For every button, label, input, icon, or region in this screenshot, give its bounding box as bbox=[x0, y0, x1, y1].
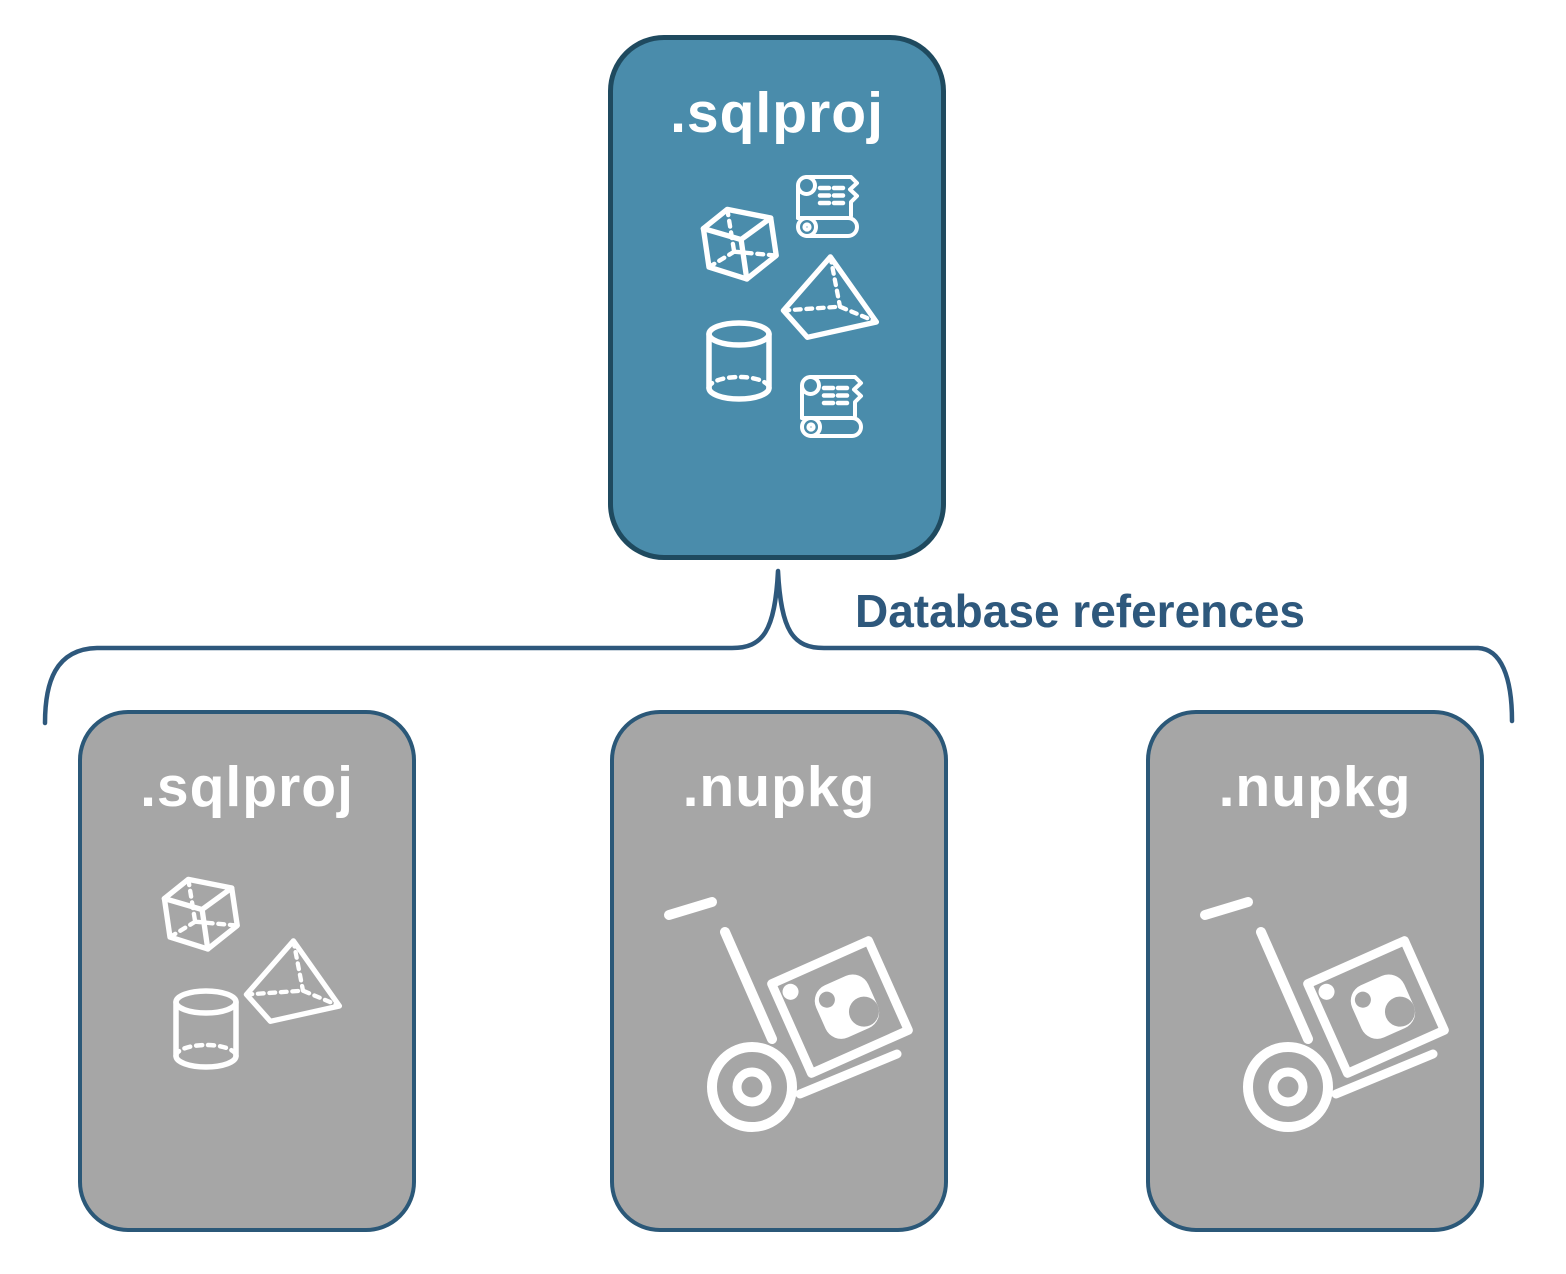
cylinder-icon bbox=[701, 318, 777, 408]
pyramid-icon bbox=[771, 250, 886, 348]
connector-label: Database references bbox=[854, 585, 1306, 637]
database-references-brace bbox=[42, 568, 1515, 726]
child-card-title: .nupkg bbox=[1218, 755, 1412, 819]
child-nupkg-card: .nupkg bbox=[610, 710, 948, 1232]
child-sqlproj-card: .sqlproj bbox=[78, 710, 416, 1232]
child-nupkg-card: .nupkg bbox=[1146, 710, 1484, 1232]
child-card-title: .sqlproj bbox=[140, 755, 354, 819]
cylinder-icon bbox=[168, 986, 244, 1076]
nuget-hand-truck-icon bbox=[1170, 894, 1465, 1139]
pyramid-icon bbox=[234, 934, 349, 1032]
root-sqlproj-card: .sqlproj bbox=[608, 35, 946, 560]
scroll-icon bbox=[789, 166, 865, 242]
scroll-icon bbox=[793, 366, 869, 442]
child-card-title: .nupkg bbox=[682, 755, 876, 819]
root-card-title: .sqlproj bbox=[670, 81, 884, 145]
nuget-hand-truck-icon bbox=[634, 894, 929, 1139]
